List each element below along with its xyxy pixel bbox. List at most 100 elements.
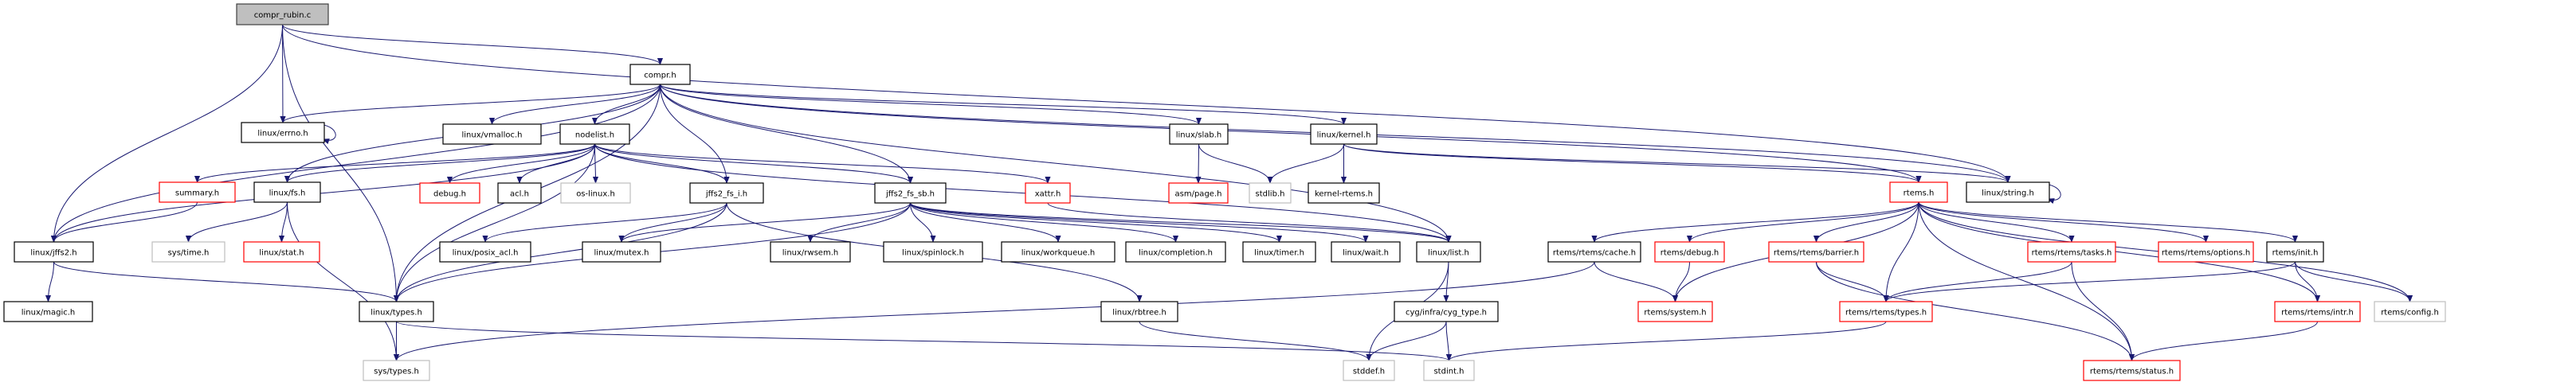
node-linux-magic-h[interactable]: linux/magic.h [3, 301, 93, 322]
include-edge [1918, 201, 2075, 243]
node-label: linux/mutex.h [594, 249, 649, 258]
include-edge [660, 84, 1202, 125]
include-edge [50, 201, 198, 243]
node-kernel-rtems-h[interactable]: kernel-rtems.h [1308, 182, 1380, 204]
node-rtems-init-h[interactable]: rtems/init.h [2266, 241, 2324, 263]
node-rtems-rtems-intr-h[interactable]: rtems/rtems/intr.h [2274, 301, 2361, 322]
include-edge [50, 143, 595, 243]
node-box [1310, 123, 1378, 145]
node-linux-errno-h[interactable]: linux/errno.h [241, 122, 325, 143]
include-edge [910, 202, 1369, 243]
node-debug-h[interactable]: debug.h [419, 182, 480, 204]
edge-jffs2-fs-i-h-to-linux-posix-acl-h [482, 202, 727, 243]
node-linux-completion-h[interactable]: linux/completion.h [1125, 241, 1226, 263]
node-box [363, 360, 430, 381]
edge-nodelist-h-to-summary-h [194, 143, 595, 183]
node-acl-h[interactable]: acl.h [497, 182, 542, 204]
node-linux-kernel-h[interactable]: linux/kernel.h [1310, 123, 1378, 145]
edge-compr-h-to-linux-slab-h [660, 84, 1202, 125]
node-linux-stat-h[interactable]: linux/stat.h [243, 241, 320, 263]
node-label: linux/errno.h [257, 130, 308, 138]
node-label: linux/fs.h [269, 189, 306, 198]
edge-compr-rubin-c-to-linux-jffs2-h [50, 24, 283, 243]
node-label: rtems/rtems/types.h [1845, 309, 1927, 318]
node-label: linux/magic.h [22, 309, 76, 318]
node-rtems-rtems-status-h[interactable]: rtems/rtems/status.h [2083, 360, 2181, 381]
node-label: rtems/rtems/barrier.h [1774, 249, 1859, 258]
node-rtems-h[interactable]: rtems.h [1889, 181, 1948, 203]
node-jffs2-fs-i-h[interactable]: jffs2_fs_i.h [689, 182, 764, 204]
node-linux-list-h[interactable]: linux/list.h [1416, 241, 1481, 263]
node-linux-vmalloc-h[interactable]: linux/vmalloc.h [442, 123, 542, 145]
node-rtems-rtems-cache-h[interactable]: rtems/rtems/cache.h [1547, 241, 1641, 263]
edge-rtems-rtems-cache-h-to-rtems-system-h [1594, 261, 1679, 302]
node-label: rtems/config.h [2381, 309, 2439, 318]
node-linux-rbtree-h[interactable]: linux/rbtree.h [1100, 301, 1178, 322]
include-edge [393, 143, 595, 302]
node-cyg-infra-cyg-type-h[interactable]: cyg/infra/cyg_type.h [1394, 301, 1499, 322]
include-edge [1047, 202, 1452, 243]
edge-xattr-h-to-linux-list-h [1047, 202, 1452, 243]
node-linux-fs-h[interactable]: linux/fs.h [253, 181, 321, 203]
node-label: stdint.h [1433, 368, 1464, 376]
node-linux-workqueue-h[interactable]: linux/workqueue.h [1001, 241, 1115, 263]
node-label: linux/workqueue.h [1021, 249, 1096, 258]
node-label: linux/vmalloc.h [462, 131, 523, 140]
include-edge [446, 143, 595, 184]
node-box [1001, 241, 1115, 263]
node-linux-types-h[interactable]: linux/types.h [359, 301, 434, 322]
include-edge [282, 24, 400, 302]
node-label: asm/page.h [1175, 190, 1222, 199]
node-xattr-h[interactable]: xattr.h [1025, 182, 1071, 204]
node-rtems-rtems-tasks-h[interactable]: rtems/rtems/tasks.h [2027, 241, 2116, 263]
node-label: rtems/rtems/options.h [2162, 249, 2250, 258]
include-edge [1198, 143, 1273, 184]
node-compr-rubin-c[interactable]: compr_rubin.c [236, 3, 329, 25]
node-box [1768, 241, 1864, 263]
node-summary-h[interactable]: summary.h [159, 181, 236, 203]
node-jffs2-fs-sb-h[interactable]: jffs2_fs_sb.h [874, 182, 947, 204]
node-linux-jffs2-h[interactable]: linux/jffs2.h [14, 241, 94, 263]
include-edge [280, 84, 661, 123]
node-rtems-debug-h[interactable]: rtems/debug.h [1654, 241, 1725, 263]
node-rtems-system-h[interactable]: rtems/system.h [1637, 301, 1713, 322]
node-linux-timer-h[interactable]: linux/timer.h [1242, 241, 1316, 263]
nodes-layer: compr_rubin.c compr.h linux/errno.h linux/v… [3, 3, 2446, 381]
node-box [1169, 123, 1229, 145]
include-edge [910, 202, 1178, 243]
edge-compr-h-to-linux-list-h [660, 84, 1452, 243]
include-edge [2295, 261, 2321, 302]
node-linux-spinlock-h[interactable]: linux/spinlock.h [883, 241, 983, 263]
edge-linux-jffs2-h-to-linux-types-h [53, 261, 399, 302]
node-linux-mutex-h[interactable]: linux/mutex.h [582, 241, 661, 263]
node-rtems-rtems-options-h[interactable]: rtems/rtems/options.h [2158, 241, 2254, 263]
edge-cyg-infra-cyg-type-h-to-stdint-h [1445, 321, 1453, 361]
node-rtems-rtems-barrier-h[interactable]: rtems/rtems/barrier.h [1768, 241, 1864, 263]
edge-compr-h-to-linux-vmalloc-h [488, 84, 661, 125]
node-box [442, 123, 542, 145]
node-label: rtems/system.h [1644, 309, 1706, 318]
node-box [559, 123, 630, 145]
edge-jffs2-fs-i-h-to-linux-mutex-h [618, 202, 727, 243]
node-linux-posix-acl-h[interactable]: linux/posix_acl.h [439, 241, 531, 263]
node-linux-wait-h[interactable]: linux/wait.h [1331, 241, 1401, 263]
edge-rtems-h-to-rtems-rtems-intr-h [1918, 201, 2321, 302]
node-box [2083, 360, 2181, 381]
include-edge [482, 202, 727, 243]
node-rtems-rtems-types-h[interactable]: rtems/rtems/types.h [1839, 301, 1933, 322]
node-label: linux/kernel.h [1317, 131, 1371, 140]
node-asm-page-h[interactable]: asm/page.h [1168, 182, 1229, 204]
node-compr-h[interactable]: compr.h [629, 64, 691, 85]
node-nodelist-h[interactable]: nodelist.h [559, 123, 630, 145]
node-box [1249, 182, 1292, 204]
edge-rtems-rtems-tasks-h-to-rtems-rtems-status-h [2071, 261, 2135, 361]
edge-nodelist-h-to-os-linux-h [592, 143, 599, 184]
node-linux-rwsem-h[interactable]: linux/rwsem.h [770, 241, 851, 263]
include-edge [488, 84, 661, 125]
node-linux-string-h[interactable]: linux/string.h [1966, 181, 2050, 203]
node-label: stdlib.h [1256, 190, 1285, 199]
node-linux-slab-h[interactable]: linux/slab.h [1169, 123, 1229, 145]
node-label: acl.h [510, 190, 529, 199]
edge-summary-h-to-linux-jffs2-h [50, 201, 198, 243]
